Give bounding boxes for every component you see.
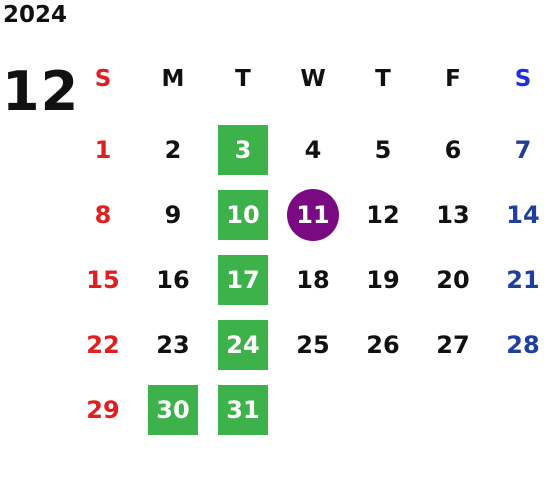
day-number: 23 xyxy=(156,331,190,359)
weekday-header-fri: F xyxy=(445,66,461,92)
day-number: 27 xyxy=(436,331,470,359)
day-cell[interactable]: 19 xyxy=(348,255,418,305)
day-number: 30 xyxy=(156,396,190,424)
day-number: 26 xyxy=(366,331,400,359)
day-cell[interactable]: 7 xyxy=(488,125,548,175)
day-cell[interactable]: 26 xyxy=(348,320,418,370)
day-number: 7 xyxy=(514,136,532,164)
day-cell[interactable]: 21 xyxy=(488,255,548,305)
day-number: 2 xyxy=(164,136,182,164)
weekday-header-thu: T xyxy=(375,66,391,92)
day-number: 22 xyxy=(86,331,120,359)
day-cell[interactable]: 4 xyxy=(278,125,348,175)
day-number: 4 xyxy=(304,136,322,164)
weekday-header-mon: M xyxy=(161,66,185,92)
day-cell[interactable]: 12 xyxy=(348,190,418,240)
day-number: 25 xyxy=(296,331,330,359)
day-number: 31 xyxy=(226,396,260,424)
day-number: 11 xyxy=(296,201,330,229)
day-number: 17 xyxy=(226,266,260,294)
day-cell[interactable]: 14 xyxy=(488,190,548,240)
day-number: 3 xyxy=(234,136,252,164)
day-number: 20 xyxy=(436,266,470,294)
calendar-grid: S M T W T F S 1 2 3 4 5 6 7 8 9 10 11 12… xyxy=(68,55,548,445)
day-number: 13 xyxy=(436,201,470,229)
day-cell[interactable]: 23 xyxy=(138,320,208,370)
day-number: 8 xyxy=(94,201,112,229)
day-cell[interactable]: 10 xyxy=(208,190,278,240)
day-cell[interactable]: 8 xyxy=(68,190,138,240)
day-cell[interactable]: 27 xyxy=(418,320,488,370)
day-cell[interactable]: 3 xyxy=(208,125,278,175)
day-number: 6 xyxy=(444,136,462,164)
day-number: 10 xyxy=(226,201,260,229)
day-cell[interactable]: 25 xyxy=(278,320,348,370)
day-number: 19 xyxy=(366,266,400,294)
day-cell-today[interactable]: 11 xyxy=(278,189,348,241)
day-number: 24 xyxy=(226,331,260,359)
day-cell[interactable]: 6 xyxy=(418,125,488,175)
day-cell[interactable]: 20 xyxy=(418,255,488,305)
day-cell[interactable]: 22 xyxy=(68,320,138,370)
day-cell[interactable]: 16 xyxy=(138,255,208,305)
day-cell[interactable]: 1 xyxy=(68,125,138,175)
day-number: 21 xyxy=(506,266,540,294)
day-cell[interactable]: 15 xyxy=(68,255,138,305)
day-cell[interactable]: 24 xyxy=(208,320,278,370)
weekday-header-tue: T xyxy=(235,66,251,92)
day-number: 14 xyxy=(506,201,540,229)
day-number: 18 xyxy=(296,266,330,294)
day-cell[interactable]: 29 xyxy=(68,385,138,435)
weekday-header-sun: S xyxy=(94,66,112,92)
month-label: 12 xyxy=(2,60,80,123)
day-number: 29 xyxy=(86,396,120,424)
day-number: 1 xyxy=(94,136,112,164)
weekday-header-sat: S xyxy=(514,66,532,92)
day-cell[interactable]: 13 xyxy=(418,190,488,240)
day-cell[interactable]: 30 xyxy=(138,385,208,435)
day-number: 9 xyxy=(164,201,182,229)
weekday-header-wed: W xyxy=(300,66,326,92)
day-number: 15 xyxy=(86,266,120,294)
day-cell[interactable]: 17 xyxy=(208,255,278,305)
day-number: 5 xyxy=(374,136,392,164)
day-number: 28 xyxy=(506,331,540,359)
day-cell[interactable]: 31 xyxy=(208,385,278,435)
day-number: 16 xyxy=(156,266,190,294)
day-cell[interactable]: 2 xyxy=(138,125,208,175)
day-number: 12 xyxy=(366,201,400,229)
day-cell[interactable]: 5 xyxy=(348,125,418,175)
day-cell[interactable]: 28 xyxy=(488,320,548,370)
day-cell[interactable]: 18 xyxy=(278,255,348,305)
year-label: 2024 xyxy=(3,2,68,28)
day-cell[interactable]: 9 xyxy=(138,190,208,240)
